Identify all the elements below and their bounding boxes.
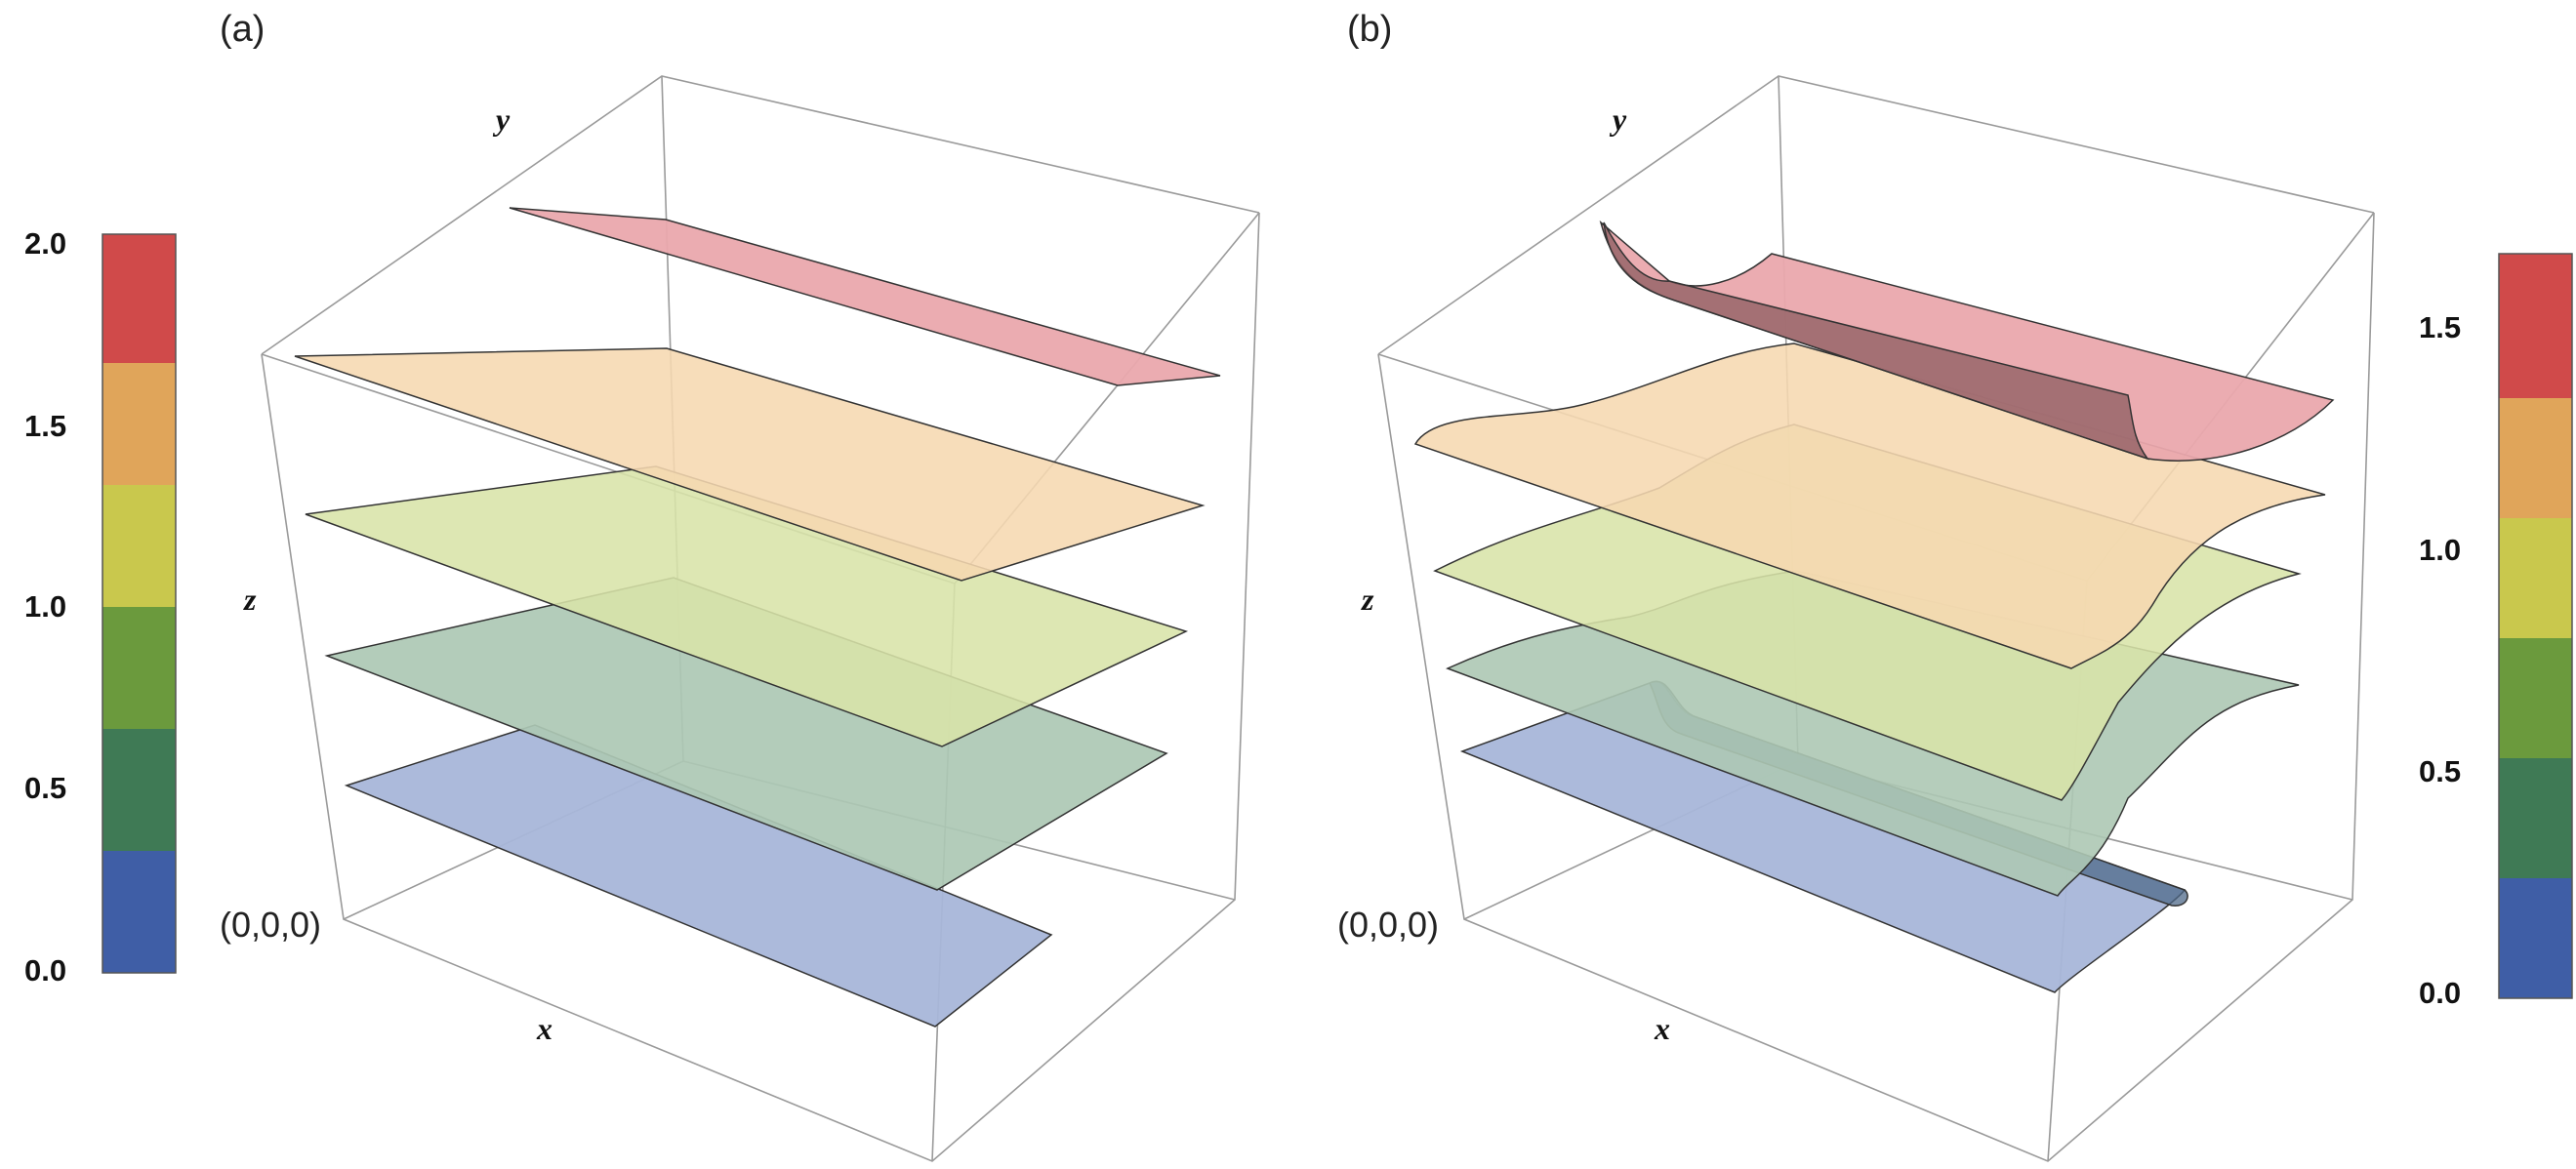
colorbar-a-tick: 2.0 bbox=[24, 226, 66, 261]
colorbar-a-band-0 bbox=[102, 851, 176, 973]
colorbar-b-tick: 0.5 bbox=[2419, 754, 2461, 788]
panel-b-surfaces bbox=[1413, 220, 2335, 993]
panel-b: (b) y z x (0,0,0) bbox=[1337, 9, 2375, 1162]
colorbar-a-band-1 bbox=[102, 729, 176, 851]
panel-a-surface-level-2 bbox=[305, 465, 1189, 747]
panel-b-origin-label: (0,0,0) bbox=[1337, 905, 1439, 945]
panel-a-x-axis-label: x bbox=[536, 1011, 552, 1046]
panel-a-z-axis-label: z bbox=[243, 582, 257, 617]
panel-b-x-axis-label: x bbox=[1654, 1011, 1670, 1046]
colorbar-a-band-2 bbox=[102, 607, 176, 729]
colorbar-b-tick: 0.0 bbox=[2419, 976, 2461, 1010]
panel-a-surface-level-4 bbox=[509, 207, 1221, 386]
panel-a-label: (a) bbox=[220, 9, 265, 50]
colorbar-b-band-3 bbox=[2499, 518, 2572, 638]
colorbar-b-tick: 1.0 bbox=[2419, 533, 2461, 567]
panel-b-surface-level-3 bbox=[1413, 343, 2326, 669]
colorbar-a-tick: 1.0 bbox=[24, 589, 66, 624]
colorbar-a-tick: 0.0 bbox=[24, 953, 66, 988]
colorbar-a-band-3 bbox=[102, 485, 176, 607]
panel-a-y-axis-label: y bbox=[492, 101, 511, 137]
colorbar-a-band-4 bbox=[102, 363, 176, 485]
colorbar-a-tick: 1.5 bbox=[24, 409, 66, 443]
panel-b-z-axis-label: z bbox=[1361, 582, 1374, 617]
colorbar-b-band-4 bbox=[2499, 398, 2572, 518]
panel-a-surface-level-3 bbox=[294, 347, 1206, 582]
colorbar-b-band-2 bbox=[2499, 638, 2572, 758]
colorbar-b-tick: 1.5 bbox=[2419, 310, 2461, 344]
colorbar-a-tick: 0.5 bbox=[24, 771, 66, 805]
colorbar-b-band-5 bbox=[2499, 254, 2572, 398]
panel-a: (a) y z x (0,0,0) bbox=[220, 9, 1260, 1162]
panel-a-surface-level-0 bbox=[344, 724, 1053, 1028]
colorbar-a-band-5 bbox=[102, 234, 176, 363]
colorbar-a: 2.0 1.5 1.0 0.5 0.0 bbox=[24, 226, 177, 988]
panel-b-y-axis-label: y bbox=[1609, 101, 1627, 137]
panel-a-origin-label: (0,0,0) bbox=[220, 905, 321, 945]
panel-b-surface-level-4-wall bbox=[1603, 222, 2150, 461]
panel-b-label: (b) bbox=[1347, 9, 1392, 50]
colorbar-b-band-0 bbox=[2499, 878, 2572, 998]
colorbar-b: 1.5 1.0 0.5 0.0 bbox=[2419, 253, 2573, 1010]
colorbar-b-band-1 bbox=[2499, 758, 2572, 878]
panel-a-surfaces bbox=[294, 207, 1221, 1028]
